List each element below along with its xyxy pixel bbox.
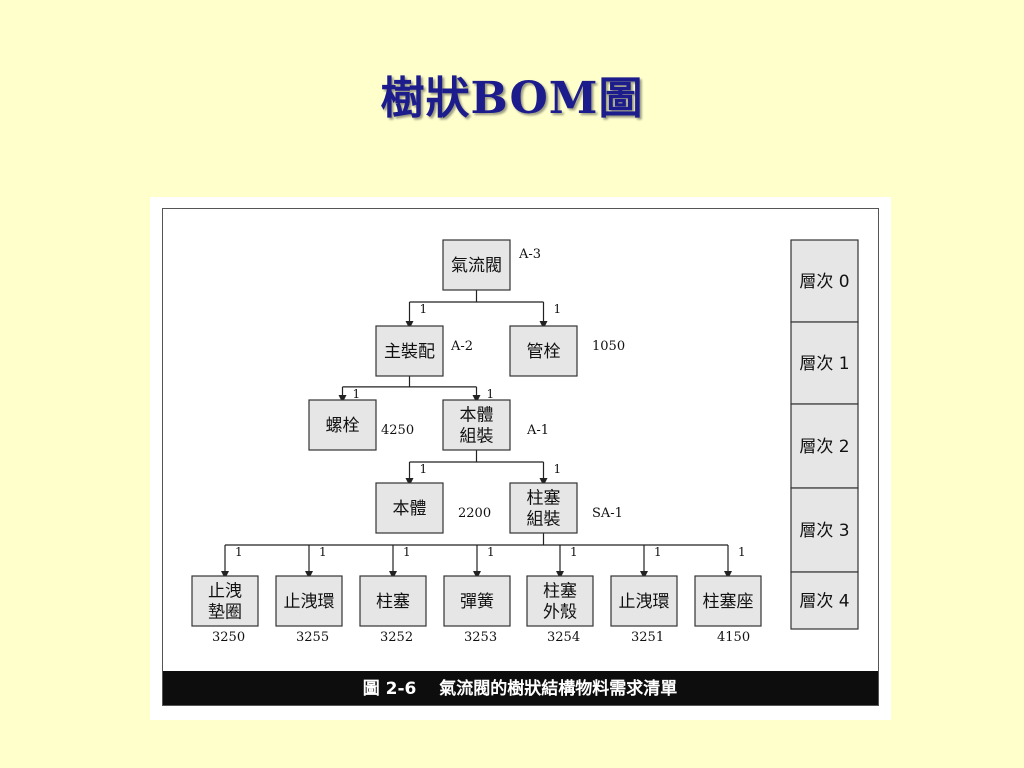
quantity-label: 1: [554, 462, 562, 476]
bom-node: 本體 2200: [375, 482, 491, 534]
quantity-label: 1: [403, 545, 411, 559]
bom-node-label: 柱塞: [543, 582, 577, 602]
bom-node-box: [443, 575, 511, 627]
bom-node-label: 柱塞: [527, 489, 561, 509]
bom-figure-frame: 1 1 1 1 1 1 1 1 1 1 1 1 1 氣流閥 A-3 主裝配 A-2 管栓 1050 螺栓 4250 本體…: [162, 208, 879, 706]
quantity-label: 1: [353, 387, 361, 401]
bom-node-box: [359, 575, 427, 627]
quantity-label: 1: [487, 387, 495, 401]
bom-node-box: [275, 575, 343, 627]
bom-node-label: 主裝配: [384, 342, 435, 362]
level-cell: [790, 571, 859, 630]
bom-node-label: 柱塞座: [703, 592, 754, 612]
bom-node: 彈簧 3253: [443, 575, 511, 645]
bom-node: 止洩環 3255: [275, 575, 343, 645]
bom-node: 止洩環 3251: [610, 575, 678, 645]
bom-node-box: [442, 239, 511, 291]
bom-node-label: 柱塞: [376, 592, 410, 612]
bom-node-code: A-1: [526, 423, 549, 438]
bom-node-label: 本體: [460, 406, 494, 426]
bom-node-box: [610, 575, 678, 627]
level-label: 層次 3: [799, 521, 849, 541]
bom-node-label: 組裝: [527, 510, 561, 530]
bom-node-label: 止洩環: [284, 592, 335, 612]
bom-node: 主裝配 A-2: [375, 325, 473, 377]
bom-node-label: 止洩環: [619, 592, 670, 612]
bom-node-code: SA-1: [592, 506, 623, 521]
bom-node: 管栓 1050: [509, 325, 625, 377]
quantity-label: 1: [570, 545, 578, 559]
bom-node-code: 3251: [631, 630, 664, 645]
bom-node-box: [191, 575, 259, 627]
quantity-label: 1: [420, 302, 428, 316]
bom-node-box: [694, 575, 762, 627]
bom-node-code: 3254: [547, 630, 580, 645]
bom-node-box: [526, 575, 594, 627]
bom-node: 螺栓 4250: [308, 399, 414, 451]
quantity-label: 1: [235, 545, 243, 559]
quantity-label: 1: [319, 545, 327, 559]
bom-node-label: 管栓: [527, 342, 561, 362]
bom-node-code: 4250: [381, 423, 414, 438]
bom-node-code: 3255: [296, 630, 329, 645]
figure-caption: 圖 2-6 氣流閥的樹狀結構物料需求清單: [363, 678, 678, 699]
bom-node-label: 墊圈: [208, 603, 242, 623]
bom-node-box: [509, 325, 578, 377]
bom-node-label: 氣流閥: [451, 256, 502, 276]
bom-tree-diagram: 1 1 1 1 1 1 1 1 1 1 1 1 1 氣流閥 A-3 主裝配 A-2 管栓 1050 螺栓 4250 本體…: [163, 239, 878, 705]
bom-node-box: [308, 399, 377, 451]
bom-node: 柱塞 3252: [359, 575, 427, 645]
quantity-label: 1: [554, 302, 562, 316]
quantity-label: 1: [487, 545, 495, 559]
level-label: 層次 0: [799, 272, 849, 292]
level-cell: [790, 487, 859, 573]
bom-node-code: A-2: [450, 339, 473, 354]
bom-node-code: 3252: [380, 630, 413, 645]
bom-node-code: 4150: [717, 630, 750, 645]
bom-node-box: [375, 482, 444, 534]
bom-node: 柱塞座 4150: [694, 575, 762, 645]
bom-node-label: 組裝: [460, 427, 494, 447]
bom-node-code: 3253: [464, 630, 497, 645]
bom-node-label: 螺栓: [326, 416, 360, 436]
level-label: 層次 1: [799, 354, 849, 374]
quantity-label: 1: [420, 462, 428, 476]
bom-node-label: 本體: [393, 499, 427, 519]
bom-node-label: 止洩: [208, 582, 242, 602]
bom-node-code: A-3: [518, 247, 541, 262]
bom-node: 氣流閥 A-3: [442, 239, 541, 291]
bom-node-box: [509, 482, 578, 534]
bom-node-label: 彈簧: [460, 592, 494, 612]
bom-figure: 1 1 1 1 1 1 1 1 1 1 1 1 1 氣流閥 A-3 主裝配 A-2 管栓 1050 螺栓 4250 本體…: [150, 197, 891, 720]
levels-column: 層次 0 層次 1 層次 2 層次 3 層次 4: [790, 239, 859, 630]
level-label: 層次 2: [799, 437, 849, 457]
bom-node-code: 1050: [592, 339, 625, 354]
quantity-label: 1: [654, 545, 662, 559]
level-label: 層次 4: [799, 592, 849, 612]
bom-node-box: [442, 399, 511, 451]
bom-node-code: 3250: [212, 630, 245, 645]
bom-node-label: 外殼: [543, 603, 577, 623]
bom-node-code: 2200: [458, 506, 491, 521]
caption-bar: 圖 2-6 氣流閥的樹狀結構物料需求清單: [163, 671, 878, 705]
bom-node-box: [375, 325, 444, 377]
slide-title: 樹狀BOM圖: [380, 73, 644, 124]
edges-layer: 1 1 1 1 1 1 1 1 1 1 1 1 1: [221, 290, 746, 579]
level-cell: [790, 403, 859, 489]
quantity-label: 1: [738, 545, 746, 559]
